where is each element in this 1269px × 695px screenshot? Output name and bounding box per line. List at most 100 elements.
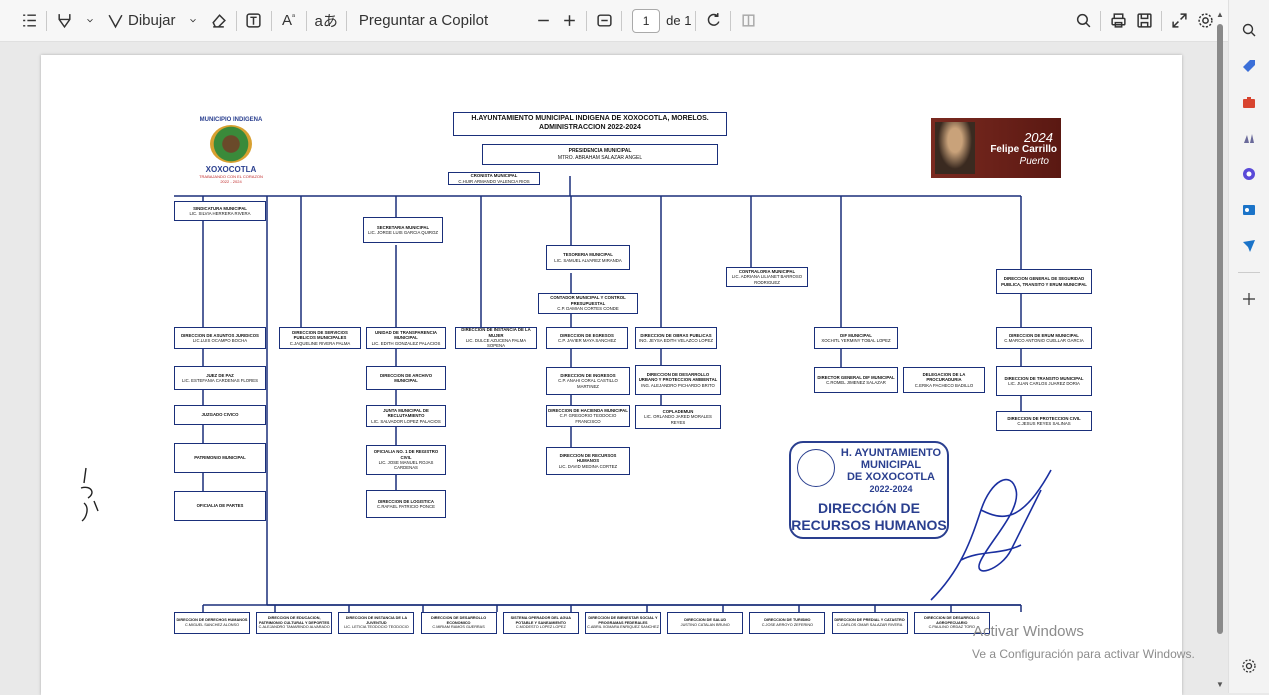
scroll-down-icon[interactable]: ▼	[1216, 680, 1224, 689]
vertical-scrollbar[interactable]: ▲ ▼	[1214, 10, 1226, 690]
print-icon[interactable]	[1105, 6, 1131, 36]
box-title: DIRECCION DE EGRESOS	[560, 332, 614, 338]
box-person: C.P. DAMIAN CORTES CONDE	[557, 306, 619, 312]
search-icon[interactable]	[1236, 17, 1262, 43]
box-title: DIRECCION DE ASUNTOS JURIDICOS	[181, 332, 259, 338]
box-partes: OFICIALIA DE PARTES	[174, 491, 266, 521]
box-person: C.CARLOS OMAR SALAZAR RIVERA	[836, 623, 903, 627]
box-civico: JUZGADO CIVICO	[174, 405, 266, 425]
box-person: C.MODESTO LOPEZ LOPEZ	[515, 625, 566, 630]
divider	[730, 10, 732, 31]
divider	[46, 10, 47, 31]
divider	[305, 10, 307, 31]
box-person: LIC. ORLANDO JARED MORALES REYES	[644, 414, 712, 425]
box-title: DIRECCION DE SERVICIOS PUBLICOS MUNICIPA…	[292, 329, 348, 341]
title-line2: ADMINISTRACCION 2022-2024	[539, 124, 641, 131]
zoom-in-icon[interactable]	[556, 6, 582, 36]
box-person: XOCHITL YERMINY TOBAL LOPEZ	[821, 338, 891, 343]
box-title: DIRECTOR GENERAL DIF MUNICIPAL	[817, 374, 895, 380]
send-icon[interactable]	[1236, 233, 1262, 259]
document-viewport[interactable]: MUNICIPIO INDIGENA XOXOCOTLA TRABAJANDO …	[0, 10, 1228, 695]
portrait-icon	[935, 122, 975, 174]
box-title: DIRECCION DE DESARROLLO AGROPECUARIO	[924, 615, 980, 625]
read-aloud-icon[interactable]: Aᵃ	[282, 12, 296, 29]
box-title: DIRECCION DE INGRESOS	[560, 372, 616, 378]
page-number-input[interactable]: 1	[632, 8, 661, 33]
tag-icon[interactable]	[1236, 53, 1262, 79]
pdf-page: MUNICIPIO INDIGENA XOXOCOTLA TRABAJANDO …	[41, 55, 1182, 695]
box-title: JUEZ DE PAZ	[206, 372, 234, 378]
box-title: SINDICATURA MUNICIPAL	[193, 205, 247, 211]
box-person: C.PAULINO ORDAZ TORO	[928, 625, 975, 630]
box-title: DIRECCION DE SALUD	[684, 618, 727, 623]
box-title: PATRIMONIO MUNICIPAL	[194, 455, 246, 461]
box-person: C.P. ANAHI CORAL CASTILLO MARTINEZ	[558, 378, 618, 389]
tree-icon	[210, 125, 252, 163]
box-title: DIRECCION DE PROTECCION CIVIL	[1007, 415, 1081, 421]
copilot-icon[interactable]	[1236, 161, 1262, 187]
zoom-out-icon[interactable]	[530, 6, 556, 36]
chevron-down-icon[interactable]	[77, 6, 103, 36]
box-seguridad: DIRECCION GENERAL DE SEGURIDAD PUBLICA, …	[996, 269, 1092, 294]
box-person: C.ROMEL JIMENEZ SALAZAR	[826, 380, 886, 385]
box-presidencia: PRESIDENCIA MUNICIPAL MTRO. ABRAHAM SALA…	[482, 144, 718, 165]
translate-icon[interactable]: aあ	[314, 13, 338, 30]
box-person: LIC. JORGE LUIS GARCIA QUIROZ	[368, 230, 438, 235]
scrollbar-thumb[interactable]	[1217, 24, 1223, 634]
box-title: DIRECCION DE OBRAS PUBLICAS	[640, 332, 712, 338]
box-bottom-row: SISTEMA OPERADOR DEL AGUA POTABLE Y SANE…	[502, 612, 579, 634]
draw-button[interactable]: Dibujar	[103, 6, 180, 36]
box-person: LIC. SALVADOR LOPEZ PALACIOS	[371, 418, 441, 424]
box-title: DIRECCION DE LOGISTICA	[378, 498, 434, 504]
fit-page-icon[interactable]	[591, 6, 617, 36]
box-title: DIRECCION GENERAL DE SEGURIDAD PUBLICA, …	[1001, 276, 1087, 287]
text-box-icon[interactable]	[241, 6, 267, 36]
divider	[345, 10, 347, 31]
search-icon[interactable]	[1070, 6, 1096, 36]
rotate-icon[interactable]	[700, 6, 726, 36]
stamp-line4: 2022-2024	[869, 484, 913, 494]
badge-name2: Puerto	[1019, 156, 1049, 167]
municipal-logo: MUNICIPIO INDIGENA XOXOCOTLA TRABAJANDO …	[181, 117, 281, 207]
box-title: PRESIDENCIA MUNICIPAL	[568, 148, 632, 155]
box-title: DIRECCION DE DESARROLLO URBANO Y PROTECC…	[638, 371, 718, 383]
stamp-line1: H. AYUNTAMIENTO	[840, 447, 942, 459]
outlook-icon[interactable]	[1236, 197, 1262, 223]
chevron-down-icon[interactable]	[180, 6, 206, 36]
stamp-line3: DE XOXOCOTLA	[846, 471, 935, 483]
org-chart-lines	[174, 176, 1022, 612]
box-person: C.JAQUELINE RIVERA PALMA	[289, 340, 351, 346]
save-icon[interactable]	[1131, 6, 1157, 36]
box-person: C.P. GREGORIO TEODOCIO FRANCISCO	[559, 413, 617, 424]
box-title: CRONISTA MUNICIPAL	[470, 173, 518, 179]
divider	[1161, 10, 1162, 31]
badge-year: 2024	[1024, 130, 1053, 145]
box-archivo: DIRECCION DE ARCHIVO MUNICIPAL	[366, 366, 446, 390]
box-title: DIRECCION DE RECURSOS HUMANOS	[559, 452, 617, 464]
games-icon[interactable]	[1236, 125, 1262, 151]
settings-icon[interactable]	[1236, 653, 1262, 679]
highlight-icon[interactable]	[51, 6, 77, 36]
box-title: DELEGACION DE LA PROCURADURIA	[922, 371, 966, 383]
box-person: LIC. DAVID MEDINA CORTEZ	[558, 463, 618, 469]
eraser-icon[interactable]	[206, 6, 232, 36]
box-title: CONTRALORIA MUNICIPAL	[738, 268, 796, 274]
settings-icon[interactable]	[1192, 6, 1218, 36]
expand-icon[interactable]	[1166, 6, 1192, 36]
scroll-up-icon[interactable]: ▲	[1216, 10, 1224, 19]
page-view-icon[interactable]	[735, 6, 761, 36]
ask-copilot-button[interactable]: Preguntar a Copilot	[351, 6, 492, 36]
contents-icon[interactable]	[16, 6, 42, 36]
box-person: C.ERIKA PACHECO BADILLO	[914, 382, 974, 388]
briefcase-icon[interactable]	[1236, 89, 1262, 115]
add-icon[interactable]	[1236, 286, 1262, 312]
